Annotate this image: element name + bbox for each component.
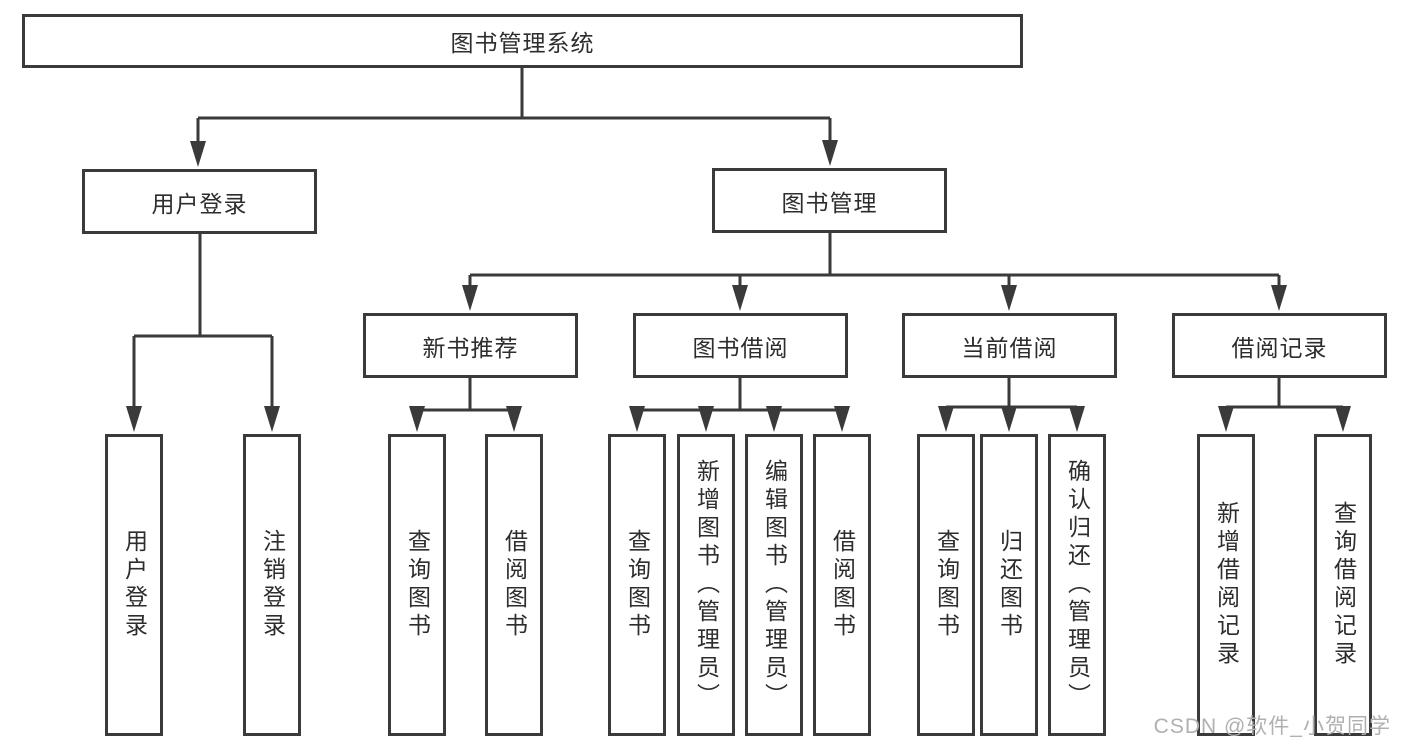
leaf-logout-login: 注销登录: [243, 434, 301, 736]
leaf-label: 查询图书: [404, 529, 431, 641]
leaf-label: 归还图书: [996, 529, 1023, 641]
leaf-borrow-books-borrowing: 借阅图书: [813, 434, 871, 736]
node-label: 图书借阅: [692, 334, 789, 361]
leaf-query-books-recommend: 查询图书: [388, 434, 446, 736]
leaf-label: 查询图书: [933, 529, 960, 641]
leaf-user-login: 用户登录: [105, 434, 163, 736]
node-label: 借阅记录: [1231, 334, 1328, 361]
leaf-label: 用户登录: [121, 529, 148, 641]
leaf-add-books-admin: 新增图书（管理员）: [677, 434, 735, 736]
leaf-label: 新增借阅记录: [1213, 501, 1240, 669]
node-label: 当前借阅: [961, 334, 1058, 361]
leaf-borrow-books-recommend: 借阅图书: [485, 434, 543, 736]
leaf-confirm-return-admin: 确认归还（管理员）: [1048, 434, 1106, 736]
leaf-label: 注销登录: [259, 529, 286, 641]
leaf-label: 新增图书（管理员）: [693, 459, 720, 711]
leaf-label: 查询借阅记录: [1330, 501, 1357, 669]
node-borrowing-records: 借阅记录: [1172, 313, 1387, 378]
leaf-label: 编辑图书（管理员）: [761, 459, 788, 711]
leaf-add-borrow-record: 新增借阅记录: [1197, 434, 1255, 736]
leaf-label: 查询图书: [624, 529, 651, 641]
leaf-query-books-borrowing: 查询图书: [608, 434, 666, 736]
node-label: 图书管理: [781, 189, 878, 216]
node-book-borrowing: 图书借阅: [633, 313, 848, 378]
leaf-return-books: 归还图书: [980, 434, 1038, 736]
node-label: 图书管理系统: [450, 30, 595, 56]
leaf-label: 借阅图书: [829, 529, 856, 641]
leaf-label: 借阅图书: [501, 529, 528, 641]
node-user-login: 用户登录: [82, 169, 317, 234]
node-new-book-recommendation: 新书推荐: [363, 313, 578, 378]
node-book-management: 图书管理: [712, 168, 947, 233]
node-current-borrowing: 当前借阅: [902, 313, 1117, 378]
node-label: 用户登录: [151, 190, 248, 217]
leaf-edit-books-admin: 编辑图书（管理员）: [745, 434, 803, 736]
leaf-query-borrow-record: 查询借阅记录: [1314, 434, 1372, 736]
node-book-management-system: 图书管理系统: [22, 14, 1023, 68]
leaf-label: 确认归还（管理员）: [1064, 459, 1091, 711]
leaf-query-books-current: 查询图书: [917, 434, 975, 736]
watermark-csdn: CSDN @软件_小贺同学: [1153, 715, 1391, 738]
node-label: 新书推荐: [422, 334, 519, 361]
